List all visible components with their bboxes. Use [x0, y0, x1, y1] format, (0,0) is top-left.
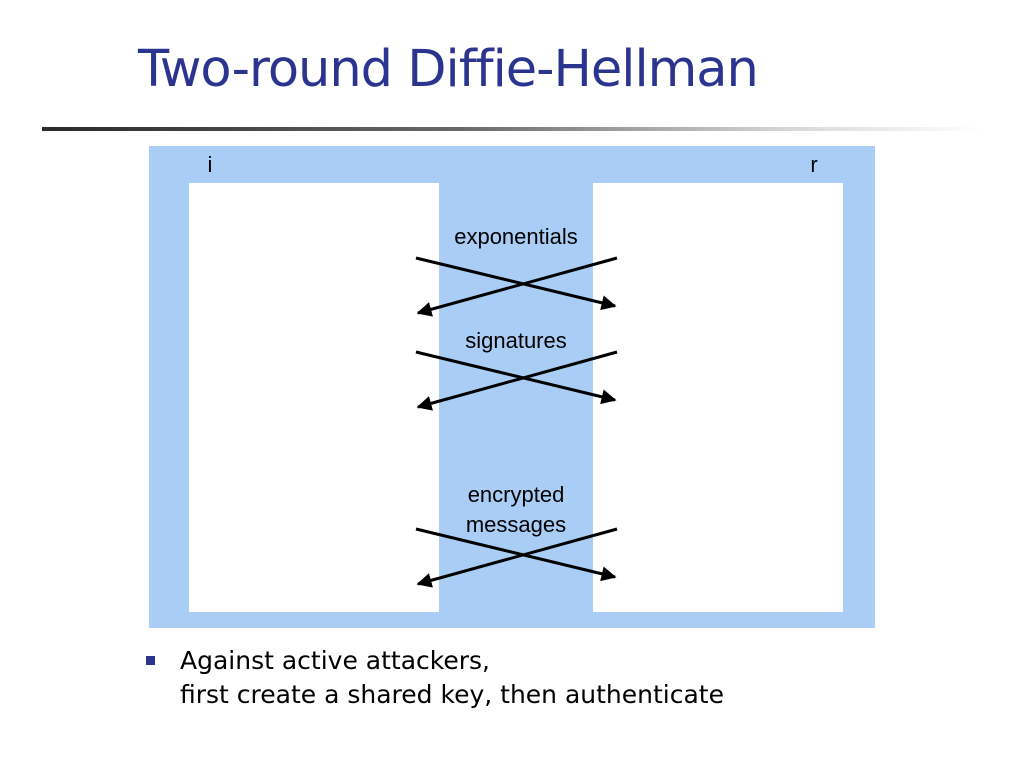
slide-title: Two-round Diffie-Hellman [138, 40, 759, 99]
signatures-label: signatures [465, 328, 567, 353]
initiator-label: i [208, 152, 213, 177]
encrypted-messages-label-line1: encrypted [468, 482, 565, 507]
signatures-arrow-i-to-r [415, 350, 617, 405]
encrypted-messages-label-line2: messages [466, 512, 566, 537]
title-divider [42, 127, 982, 131]
signatures-arrow-r-to-i [416, 350, 618, 411]
exponentials-arrow-i-to-r [415, 256, 617, 311]
responder-label: r [810, 152, 817, 177]
encrypted-messages-arrow-i-to-r [415, 527, 617, 582]
responder-panel [593, 183, 843, 612]
initiator-panel [189, 183, 439, 612]
bullet-line-2: first create a shared key, then authenti… [180, 680, 724, 709]
exponentials-arrow-r-to-i [416, 256, 618, 317]
encrypted-messages-arrow-r-to-i [416, 527, 618, 588]
square-bullet-icon [146, 656, 155, 665]
bullet-item: Against active attackers, first create a… [146, 644, 724, 712]
bullet-line-1: Against active attackers, [180, 646, 490, 675]
exponentials-label: exponentials [454, 224, 578, 249]
bullet-list: Against active attackers, first create a… [146, 644, 724, 712]
